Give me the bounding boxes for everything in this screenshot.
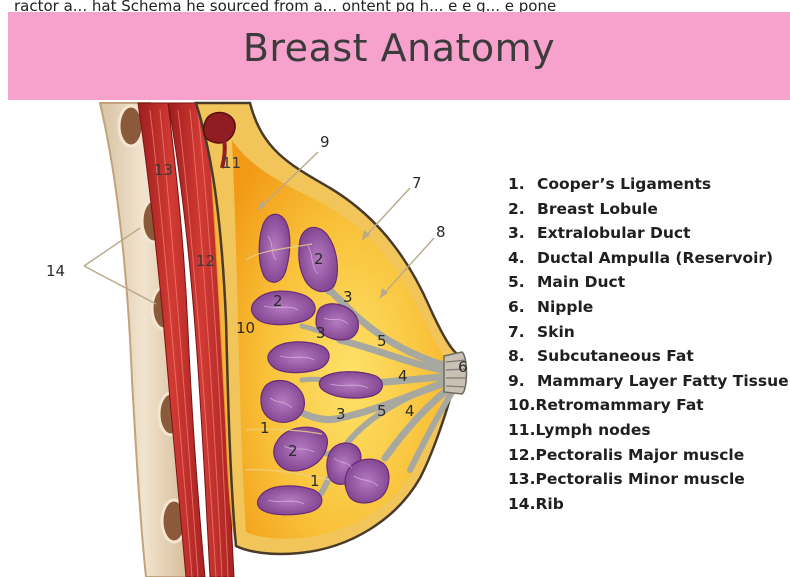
callout-9: 9 bbox=[320, 133, 330, 151]
breast-lobule bbox=[345, 459, 389, 503]
callout-4: 4 bbox=[405, 402, 415, 420]
lymph-node bbox=[204, 113, 235, 143]
legend-label: Retromammary Fat bbox=[535, 396, 703, 414]
legend-number: 14. bbox=[508, 492, 535, 517]
legend-item: 7.Skin bbox=[508, 320, 789, 345]
callout-13: 13 bbox=[154, 161, 173, 179]
callout-8: 8 bbox=[436, 223, 446, 241]
legend-label: Cooper’s Ligaments bbox=[537, 175, 711, 193]
legend-label: Lymph nodes bbox=[535, 421, 650, 439]
callout-2: 2 bbox=[314, 250, 324, 268]
breast-lobule bbox=[258, 486, 322, 515]
callout-14: 14 bbox=[46, 262, 65, 280]
legend-number: 5. bbox=[508, 270, 537, 295]
legend-number: 4. bbox=[508, 246, 537, 271]
legend-number: 9. bbox=[508, 369, 537, 394]
legend-item: 1.Cooper’s Ligaments bbox=[508, 172, 789, 197]
legend-item: 8.Subcutaneous Fat bbox=[508, 344, 789, 369]
legend-item: 6.Nipple bbox=[508, 295, 789, 320]
callout-3: 3 bbox=[336, 405, 346, 423]
legend-label: Main Duct bbox=[537, 273, 625, 291]
callout-12: 12 bbox=[196, 252, 215, 270]
legend-number: 6. bbox=[508, 295, 537, 320]
callout-11: 11 bbox=[222, 154, 241, 172]
legend-label: Subcutaneous Fat bbox=[537, 347, 694, 365]
legend-number: 12. bbox=[508, 443, 535, 468]
legend-label: Rib bbox=[535, 495, 563, 513]
legend-item: 5.Main Duct bbox=[508, 270, 789, 295]
legend-item: 2.Breast Lobule bbox=[508, 197, 789, 222]
callout-2: 2 bbox=[273, 292, 283, 310]
callout-7: 7 bbox=[412, 174, 422, 192]
legend-number: 2. bbox=[508, 197, 537, 222]
callout-10: 10 bbox=[236, 319, 255, 337]
legend-number: 11. bbox=[508, 418, 535, 443]
legend-label: Pectoralis Minor muscle bbox=[535, 470, 744, 488]
legend-label: Ductal Ampulla (Reservoir) bbox=[537, 249, 773, 267]
callout-1: 1 bbox=[310, 472, 320, 490]
legend-label: Skin bbox=[537, 323, 575, 341]
legend-number: 10. bbox=[508, 393, 535, 418]
legend-label: Pectoralis Major muscle bbox=[535, 446, 744, 464]
callout-5: 5 bbox=[377, 332, 387, 350]
legend-item: 10. Retromammary Fat bbox=[508, 393, 789, 418]
legend-label: Nipple bbox=[537, 298, 593, 316]
legend-label: Mammary Layer Fatty Tissue bbox=[537, 372, 789, 390]
legend-item: 12. Pectoralis Major muscle bbox=[508, 443, 789, 468]
legend-number: 7. bbox=[508, 320, 537, 345]
anatomy-legend: 1.Cooper’s Ligaments 2.Breast Lobule 3.E… bbox=[508, 172, 789, 516]
callout-2: 2 bbox=[288, 442, 298, 460]
callout-4: 4 bbox=[398, 367, 408, 385]
legend-item: 4.Ductal Ampulla (Reservoir) bbox=[508, 246, 789, 271]
callout-6: 6 bbox=[458, 358, 468, 376]
legend-label: Breast Lobule bbox=[537, 200, 658, 218]
legend-item: 14. Rib bbox=[508, 492, 789, 517]
callout-3: 3 bbox=[343, 288, 353, 306]
callout-3: 3 bbox=[316, 324, 326, 342]
legend-number: 8. bbox=[508, 344, 537, 369]
legend-label: Extralobular Duct bbox=[537, 224, 691, 242]
legend-item: 13. Pectoralis Minor muscle bbox=[508, 467, 789, 492]
legend-number: 13. bbox=[508, 467, 535, 492]
legend-item: 9.Mammary Layer Fatty Tissue bbox=[508, 369, 789, 394]
callout-5: 5 bbox=[377, 402, 387, 420]
breast-lobule bbox=[252, 291, 316, 325]
legend-number: 3. bbox=[508, 221, 537, 246]
callout-1: 1 bbox=[260, 419, 270, 437]
legend-item: 11. Lymph nodes bbox=[508, 418, 789, 443]
legend-number: 1. bbox=[508, 172, 537, 197]
legend-item: 3.Extralobular Duct bbox=[508, 221, 789, 246]
